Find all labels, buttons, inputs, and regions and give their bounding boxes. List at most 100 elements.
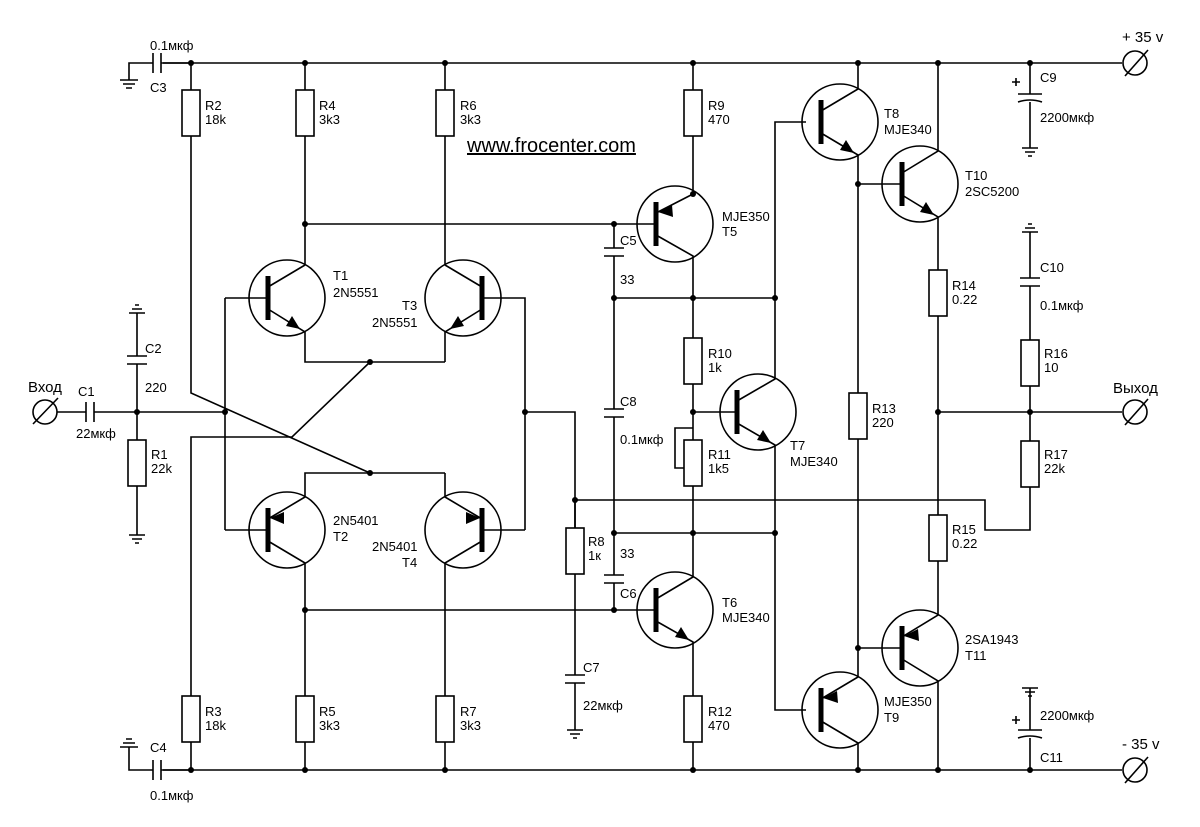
resistor-r2: R2 18k	[181, 63, 371, 474]
r10-value: 1k	[708, 360, 722, 375]
c7-ref: C7	[583, 660, 600, 675]
resistor-r5: R5 3k3	[295, 610, 340, 770]
c3-value: 0.1мкф	[150, 38, 194, 53]
r3-ref: R3	[205, 704, 222, 719]
c8-value: 0.1мкф	[620, 432, 664, 447]
c10-value: 0.1мкф	[1040, 298, 1084, 313]
c11-value: 2200мкф	[1040, 708, 1095, 723]
input-label: Вход	[28, 379, 62, 396]
t3-type: 2N5551	[372, 315, 418, 330]
r5-value: 3k3	[319, 718, 340, 733]
resistor-r3: R3 18k	[181, 361, 371, 770]
t11-ref: T11	[965, 648, 986, 663]
t11-type: 2SA1943	[965, 632, 1019, 647]
t5-type: MJE350	[722, 209, 770, 224]
capacitor-c1: C1 22мкф	[57, 384, 225, 441]
transistor-t1: T1 2N5551	[225, 259, 445, 363]
r13-value: 220	[872, 415, 894, 430]
c5-value: 33	[620, 272, 634, 287]
transistor-t10: T10 2SC5200	[881, 63, 1019, 270]
t10-type: 2SC5200	[965, 184, 1019, 199]
t1-type: 2N5551	[333, 285, 379, 300]
t6-ref: T6	[722, 595, 737, 610]
potentiometer-r11: R11 1k5	[674, 427, 731, 533]
input-terminal: Вход	[28, 379, 62, 425]
capacitor-c11: 2200мкф C11	[1012, 687, 1095, 770]
transistor-t5: MJE350 T5	[632, 185, 770, 338]
resistor-r13: R13 220	[848, 184, 896, 648]
negative-supply-label: - 35 v	[1122, 736, 1160, 753]
c4-value: 0.1мкф	[150, 788, 194, 803]
transistor-t3: T3 2N5551	[372, 259, 526, 530]
c2-ref: C2	[145, 341, 162, 356]
r9-value: 470	[708, 112, 730, 127]
transistor-t6: T6 MJE340	[634, 533, 770, 696]
c7-value: 22мкф	[583, 698, 623, 713]
c11-ref: C11	[1040, 750, 1063, 765]
transistor-t2: 2N5401 T2	[225, 472, 445, 610]
t2-ref: T2	[333, 529, 348, 544]
t2-type: 2N5401	[333, 513, 379, 528]
t9-type: MJE350	[884, 694, 932, 709]
resistor-r12: R12 470	[683, 695, 732, 770]
r14-ref: R14	[952, 278, 976, 293]
transistor-t7: T7 MJE340	[719, 121, 838, 711]
resistor-r7: R7 3k3	[435, 695, 481, 770]
r5-ref: R5	[319, 704, 336, 719]
c2-value: 220	[145, 380, 167, 395]
c6-ref: C6	[620, 586, 637, 601]
r16-value: 10	[1044, 360, 1058, 375]
r14-value: 0.22	[952, 292, 977, 307]
r16-ref: R16	[1044, 346, 1068, 361]
r4-ref: R4	[319, 98, 336, 113]
r1-ref: R1	[151, 447, 168, 462]
r10-ref: R10	[708, 346, 732, 361]
t7-type: MJE340	[790, 454, 838, 469]
c4-ref: C4	[150, 740, 167, 755]
c9-ref: C9	[1040, 70, 1057, 85]
t9-ref: T9	[884, 710, 899, 725]
c5-ref: C5	[620, 233, 637, 248]
t6-type: MJE340	[722, 610, 770, 625]
positive-supply-label: + 35 v	[1122, 29, 1164, 46]
r8-value: 1к	[588, 548, 601, 563]
resistor-r9: R9 470	[683, 63, 730, 192]
resistor-r15: R15 0.22	[928, 514, 977, 607]
c3-ref: C3	[150, 80, 167, 95]
t7-ref: T7	[790, 438, 805, 453]
website-link[interactable]: www.frocenter.com	[466, 135, 636, 157]
c1-value: 22мкф	[76, 426, 116, 441]
resistor-r4: R4 3k3	[295, 63, 340, 265]
c8-ref: C8	[620, 394, 637, 409]
resistor-r8: R8 1к	[565, 500, 605, 675]
t8-type: MJE340	[884, 122, 932, 137]
resistor-r17: R17 22k	[1020, 440, 1068, 488]
resistor-r16: R16 10	[1020, 339, 1068, 441]
r2-ref: R2	[205, 98, 222, 113]
r15-value: 0.22	[952, 536, 977, 551]
capacitor-c7: C7 22мкф	[565, 660, 623, 739]
r6-value: 3k3	[460, 112, 481, 127]
r4-value: 3k3	[319, 112, 340, 127]
capacitor-c10: C10 0.1мкф	[1020, 223, 1084, 340]
r11-value: 1k5	[708, 461, 729, 476]
r2-value: 18k	[205, 112, 226, 127]
r1-value: 22k	[151, 461, 172, 476]
resistor-r6: R6 3k3	[435, 63, 481, 265]
r7-value: 3k3	[460, 718, 481, 733]
transistor-t9: MJE350 T9	[801, 648, 932, 770]
r17-ref: R17	[1044, 447, 1068, 462]
r12-value: 470	[708, 718, 730, 733]
positive-terminal: + 35 v	[1122, 29, 1164, 77]
c1-ref: C1	[78, 384, 95, 399]
resistor-r10: R10 1k	[683, 337, 732, 440]
t5-ref: T5	[722, 224, 737, 239]
capacitor-c3: 0.1мкф C3	[120, 38, 194, 95]
capacitor-c6: 33 C6	[604, 533, 637, 610]
r9-ref: R9	[708, 98, 725, 113]
r8-ref: R8	[588, 534, 605, 549]
r13-ref: R13	[872, 401, 896, 416]
r12-ref: R12	[708, 704, 732, 719]
negative-terminal: - 35 v	[1122, 736, 1160, 784]
